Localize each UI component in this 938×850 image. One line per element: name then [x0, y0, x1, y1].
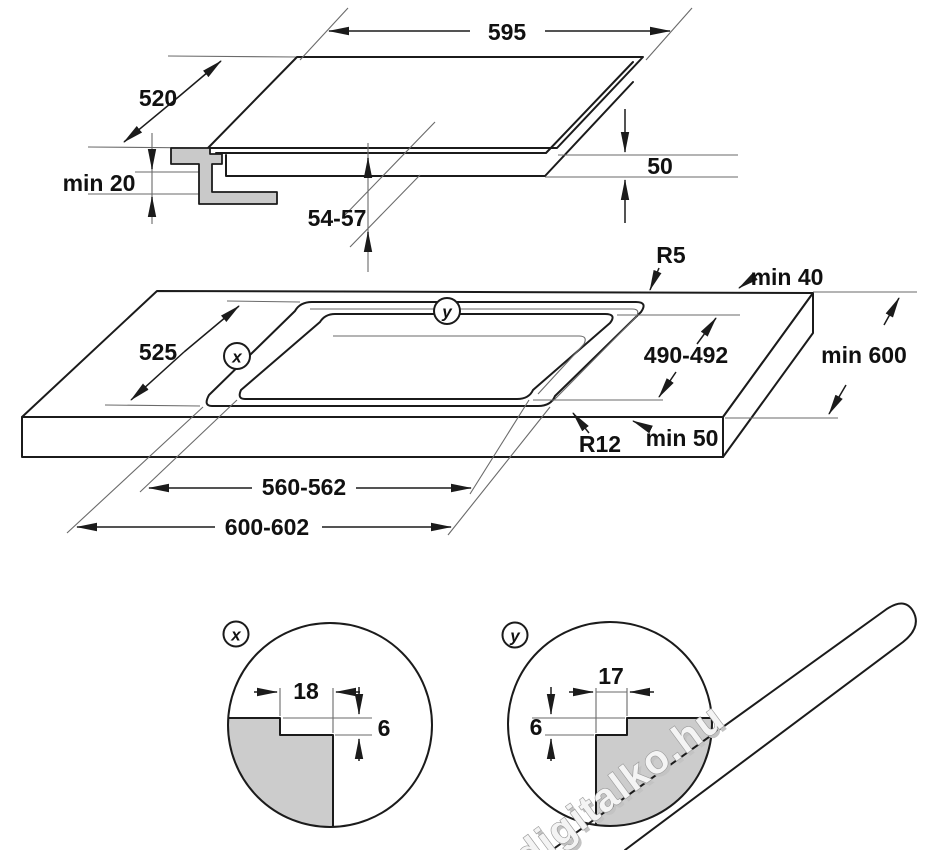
ext-line-5457-lower: [349, 174, 421, 248]
detail-x-worktop-section: [228, 718, 333, 827]
ext-line-595-left: [299, 7, 349, 61]
dim-label-560: 560-562: [262, 474, 346, 500]
dim-label-r5: R5: [656, 242, 686, 268]
ext-line-600-left: [66, 406, 204, 534]
dim-label-min600: min 600: [821, 342, 907, 368]
dim-label-5457: 54-57: [308, 205, 367, 231]
ext-line-600-right: [447, 406, 551, 536]
dim-label-r12: R12: [579, 431, 621, 457]
ext-line-525-top: [226, 300, 301, 303]
detail-y-ref-circle: [501, 621, 529, 649]
cutout-recess-step-wall: [310, 308, 639, 402]
watermark: www.digitalko.hu www.digitalko.hu: [416, 602, 917, 850]
ext-line-595-right: [645, 7, 693, 61]
dim-label-595: 595: [488, 19, 527, 45]
detail-x-ref-circle: [222, 620, 250, 648]
dim-label-min50: min 50: [646, 425, 719, 451]
dim-line-490-up: [696, 317, 717, 345]
leader-min50: [632, 420, 653, 434]
dim-line-520-up: [175, 60, 222, 100]
cutout-recess-outline: [205, 301, 645, 407]
detail-x-circle: [227, 622, 433, 828]
dim-label-520: 520: [139, 85, 177, 111]
detail-y-circle: [507, 621, 713, 827]
leader-r12: [572, 412, 590, 434]
detail-y-dim6-label: 6: [530, 714, 543, 740]
detail-x-dim6-label: 6: [378, 715, 391, 741]
detail-y-ref-label: y: [509, 627, 521, 646]
leader-r5: [649, 267, 662, 291]
detail-y-marker-circle: [433, 297, 461, 325]
fixing-clamp: [170, 147, 278, 205]
leader-min40: [738, 272, 758, 289]
detail-y-dim17-label: 17: [598, 663, 624, 689]
detail-y-marker-label: y: [441, 303, 453, 322]
dim-line-min600-down: [828, 384, 847, 415]
ext-line-520-top: [167, 55, 298, 58]
watermark-swoosh: [551, 602, 917, 850]
dim-label-600: 600-602: [225, 514, 309, 540]
dim-line-525-up: [183, 305, 240, 353]
dim-line-490-down: [658, 371, 677, 398]
cutout-hole-inner-wall: [333, 335, 586, 395]
worktop-end-face: [722, 292, 814, 458]
cutout-hole-outline: [238, 313, 614, 400]
detail-x-view: x 18 6: [222, 620, 433, 828]
dim-label-min40: min 40: [751, 264, 824, 290]
dim-line-525-down: [130, 351, 185, 401]
hob-glass-top: [207, 56, 644, 149]
ext-line-5457-upper: [344, 121, 436, 216]
ext-line-560-left: [139, 399, 238, 493]
dim-line-min600-up: [883, 297, 900, 326]
detail-y-step-profile: [595, 717, 712, 826]
dim-label-50: 50: [647, 153, 673, 179]
detail-x-step-profile: [228, 717, 334, 827]
detail-x-ref-label: x: [230, 626, 242, 645]
hob-side-view: 595 520 min 20 50 54-57: [63, 7, 738, 272]
worktop-cutout-view: 525 490-492 min 600 min 40 R5 R12 min 50…: [21, 242, 917, 540]
dim-label-min20: min 20: [63, 170, 136, 196]
detail-x-marker-label: x: [231, 348, 243, 367]
detail-x-section: [228, 717, 334, 827]
ext-line-525-bottom: [104, 404, 201, 407]
ext-line-560-right: [469, 399, 530, 495]
dim-label-525: 525: [139, 339, 178, 365]
dim-line-520-down: [123, 98, 177, 143]
hob-body-outline: [225, 81, 634, 177]
detail-x-marker-circle: [223, 342, 251, 370]
detail-x-dim18-label: 18: [293, 678, 319, 704]
hob-glass-edge-band: [215, 61, 634, 154]
dim-label-490: 490-492: [644, 342, 728, 368]
